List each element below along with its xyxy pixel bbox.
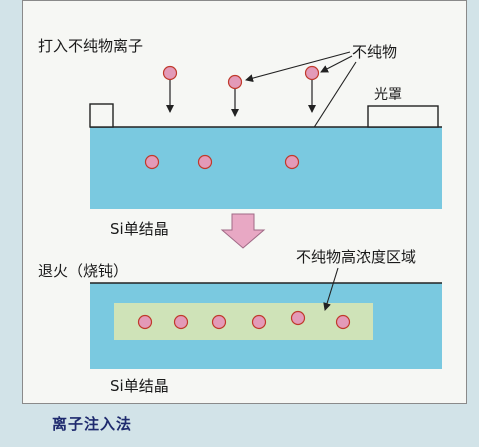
figure-caption: 离子注入法: [52, 415, 133, 433]
ion-icon: [304, 65, 320, 81]
incoming-ion: [162, 65, 178, 113]
ion-icon: [227, 74, 243, 90]
mask-label: 光罩: [374, 87, 402, 103]
si-crystal-label-bottom: Si单结晶: [110, 377, 169, 395]
ion-icon: [211, 314, 227, 330]
incoming-ion: [227, 74, 243, 117]
ion-icon: [144, 154, 160, 170]
leader-arrow: [320, 55, 353, 73]
anneal-label: 退火（烧钝）: [38, 262, 128, 280]
ion-icon: [251, 314, 267, 330]
region-leader-arrow: [323, 267, 339, 311]
ion-icon: [137, 314, 153, 330]
implanted-ions: [144, 154, 300, 170]
mask-block-right: [367, 105, 439, 128]
high-concentration-region: [114, 303, 373, 340]
ion-icon: [173, 314, 189, 330]
incoming-ion: [304, 65, 320, 113]
ion-icon: [335, 314, 351, 330]
ion-icon: [290, 310, 306, 326]
mask-block-left: [89, 103, 114, 128]
ion-icon: [197, 154, 213, 170]
si-crystal-label-top: Si单结晶: [110, 220, 169, 238]
ion-implant-label: 打入不纯物离子: [38, 37, 143, 55]
down-arrow-icon: [220, 213, 266, 249]
ion-icon: [284, 154, 300, 170]
incoming-ions: [162, 65, 320, 117]
diffused-ions: [137, 310, 351, 330]
high-concentration-label: 不纯物高浓度区域: [296, 248, 416, 266]
leader-arrow: [245, 51, 351, 83]
si-substrate-top: [90, 127, 442, 209]
ion-icon: [162, 65, 178, 81]
impurity-label: 不纯物: [352, 43, 397, 61]
